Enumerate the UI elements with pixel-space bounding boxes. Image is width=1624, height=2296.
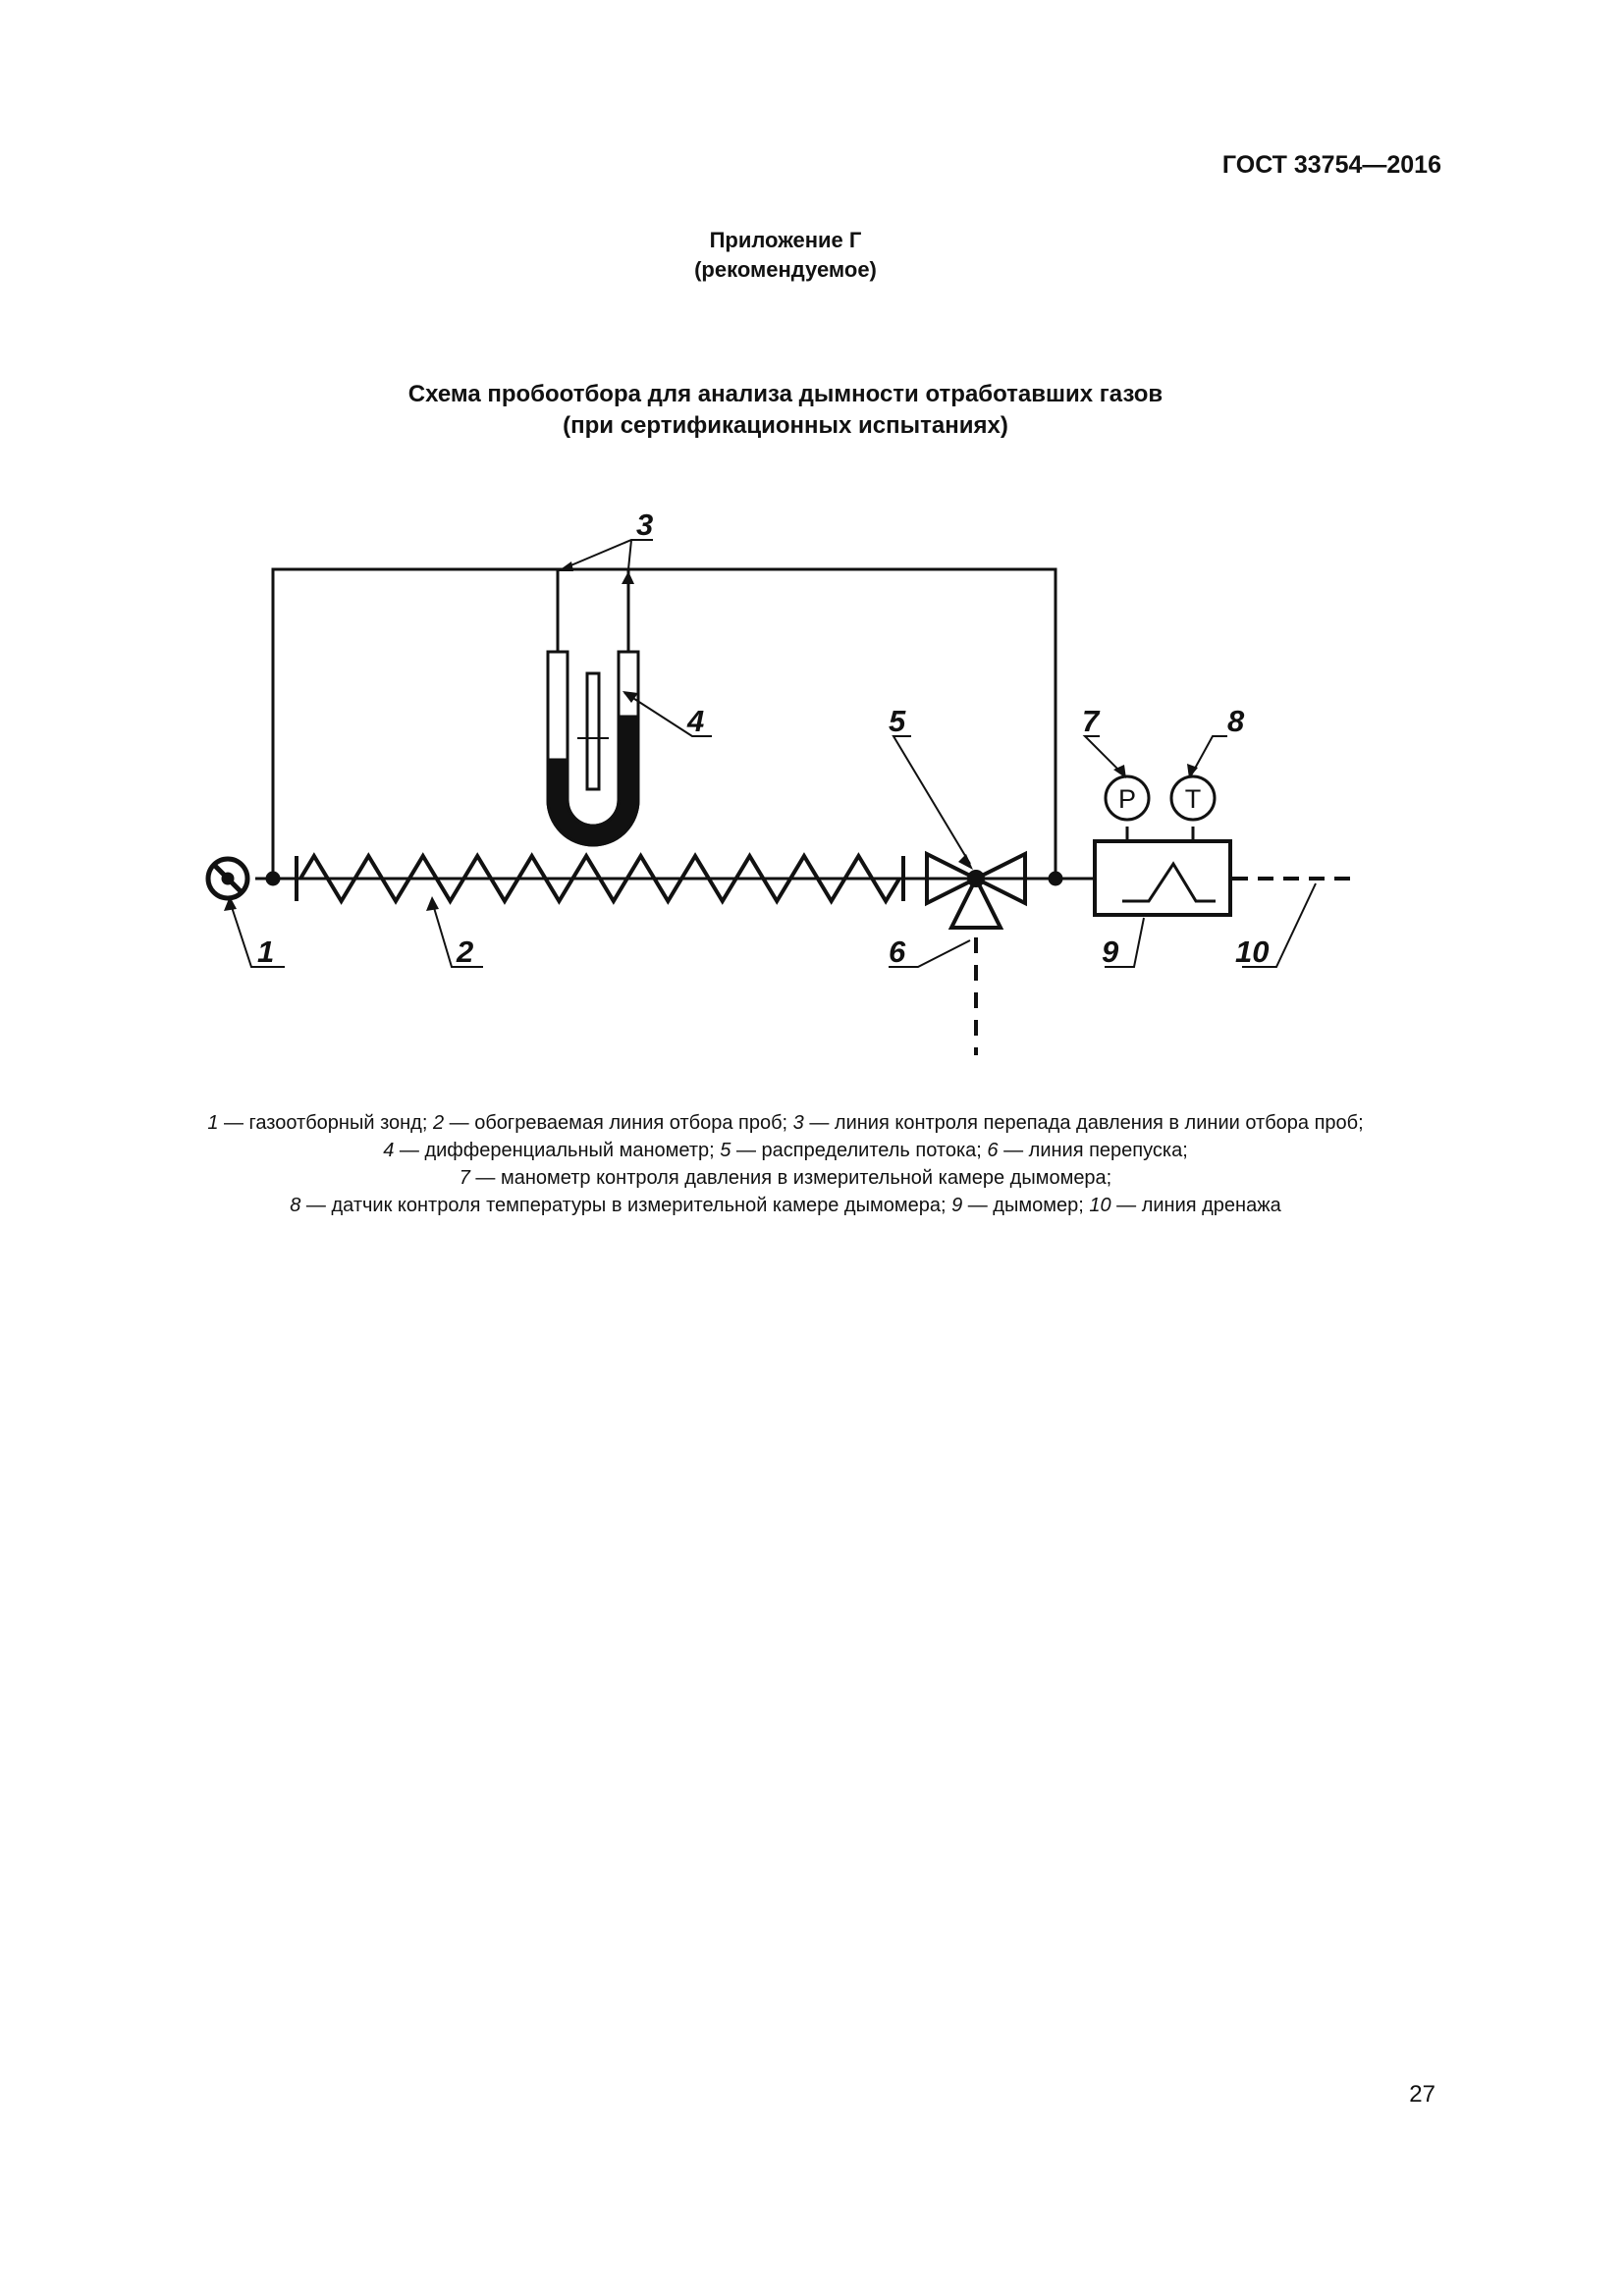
legend-num: 1 [207, 1112, 219, 1134]
callout-2: 2 [456, 934, 473, 969]
legend-num: 7 [459, 1167, 470, 1189]
smoke-meter-icon [1093, 827, 1232, 917]
heated-line-zigzag [295, 852, 905, 905]
legend-text: — дифференциальный манометр; [394, 1140, 721, 1161]
legend-num: 9 [951, 1195, 963, 1216]
legend-text: — обогреваемая линия отбора проб; [444, 1112, 793, 1134]
callout-6: 6 [889, 934, 906, 969]
appendix-status: (рекомендуемое) [694, 257, 877, 282]
gauge-letter-t: T [1185, 784, 1202, 814]
legend-num: 8 [290, 1195, 301, 1216]
standard-number: ГОСТ 33754—2016 [1221, 151, 1441, 179]
u-tube-manometer-icon [546, 650, 640, 847]
callout-7: 7 [1082, 704, 1101, 738]
appendix-label: Приложение Г [709, 228, 862, 252]
figure-title: Схема пробоотбора для анализа дымности о… [407, 381, 1164, 407]
legend-line-4: 8 — датчик контроля температуры в измери… [0, 1192, 1571, 1219]
legend-line-3: 7 — манометр контроля давления в измерит… [0, 1164, 1571, 1192]
legend-text: — линия дренажа [1110, 1195, 1281, 1216]
legend-text: — линия перепуска; [998, 1140, 1188, 1161]
callout-5: 5 [889, 704, 906, 738]
sampling-scheme-diagram: P T 1 2 3 4 5 6 7 8 9 10 [205, 507, 1350, 1055]
legend-num: 5 [720, 1140, 731, 1161]
gauge-letter-p: P [1118, 784, 1136, 814]
callout-3: 3 [636, 507, 653, 542]
legend-num: 2 [432, 1112, 445, 1134]
callout-10: 10 [1235, 934, 1269, 969]
leader-lines [229, 539, 1317, 968]
leader-arrowheads [224, 561, 1198, 911]
legend-num: 10 [1089, 1195, 1111, 1216]
page-number: 27 [1409, 2081, 1435, 2108]
legend-text: — линия контроля перепада давления в лин… [803, 1112, 1364, 1134]
callout-1: 1 [257, 934, 274, 969]
legend-text: — датчик контроля температуры в измерите… [300, 1195, 952, 1216]
callout-4: 4 [686, 704, 704, 738]
legend-num: 4 [383, 1140, 395, 1161]
legend-line-2: 4 — дифференциальный манометр; 5 — распр… [0, 1137, 1571, 1164]
legend-num: 6 [987, 1140, 999, 1161]
junction-right [1048, 871, 1063, 886]
legend-text: — газоотборный зонд; [218, 1112, 433, 1134]
legend-text: — манометр контроля давления в измерител… [469, 1167, 1112, 1189]
legend-text: — распределитель потока; [731, 1140, 988, 1161]
callout-8: 8 [1227, 704, 1245, 738]
pressure-gauge-icon: P [1104, 774, 1151, 822]
callout-9: 9 [1102, 934, 1119, 969]
legend-line-1: 1 — газоотборный зонд; 2 — обогреваемая … [0, 1109, 1571, 1137]
flow-distributor-valve-icon [925, 850, 1027, 930]
temperature-sensor-icon: T [1169, 774, 1217, 822]
figure-subtitle: (при сертификационных испытаниях) [563, 412, 1008, 439]
legend-num: 3 [792, 1112, 804, 1134]
legend-text: — дымомер; [962, 1195, 1090, 1216]
pressure-diff-line [271, 567, 1057, 879]
gas-probe-icon [205, 856, 250, 901]
